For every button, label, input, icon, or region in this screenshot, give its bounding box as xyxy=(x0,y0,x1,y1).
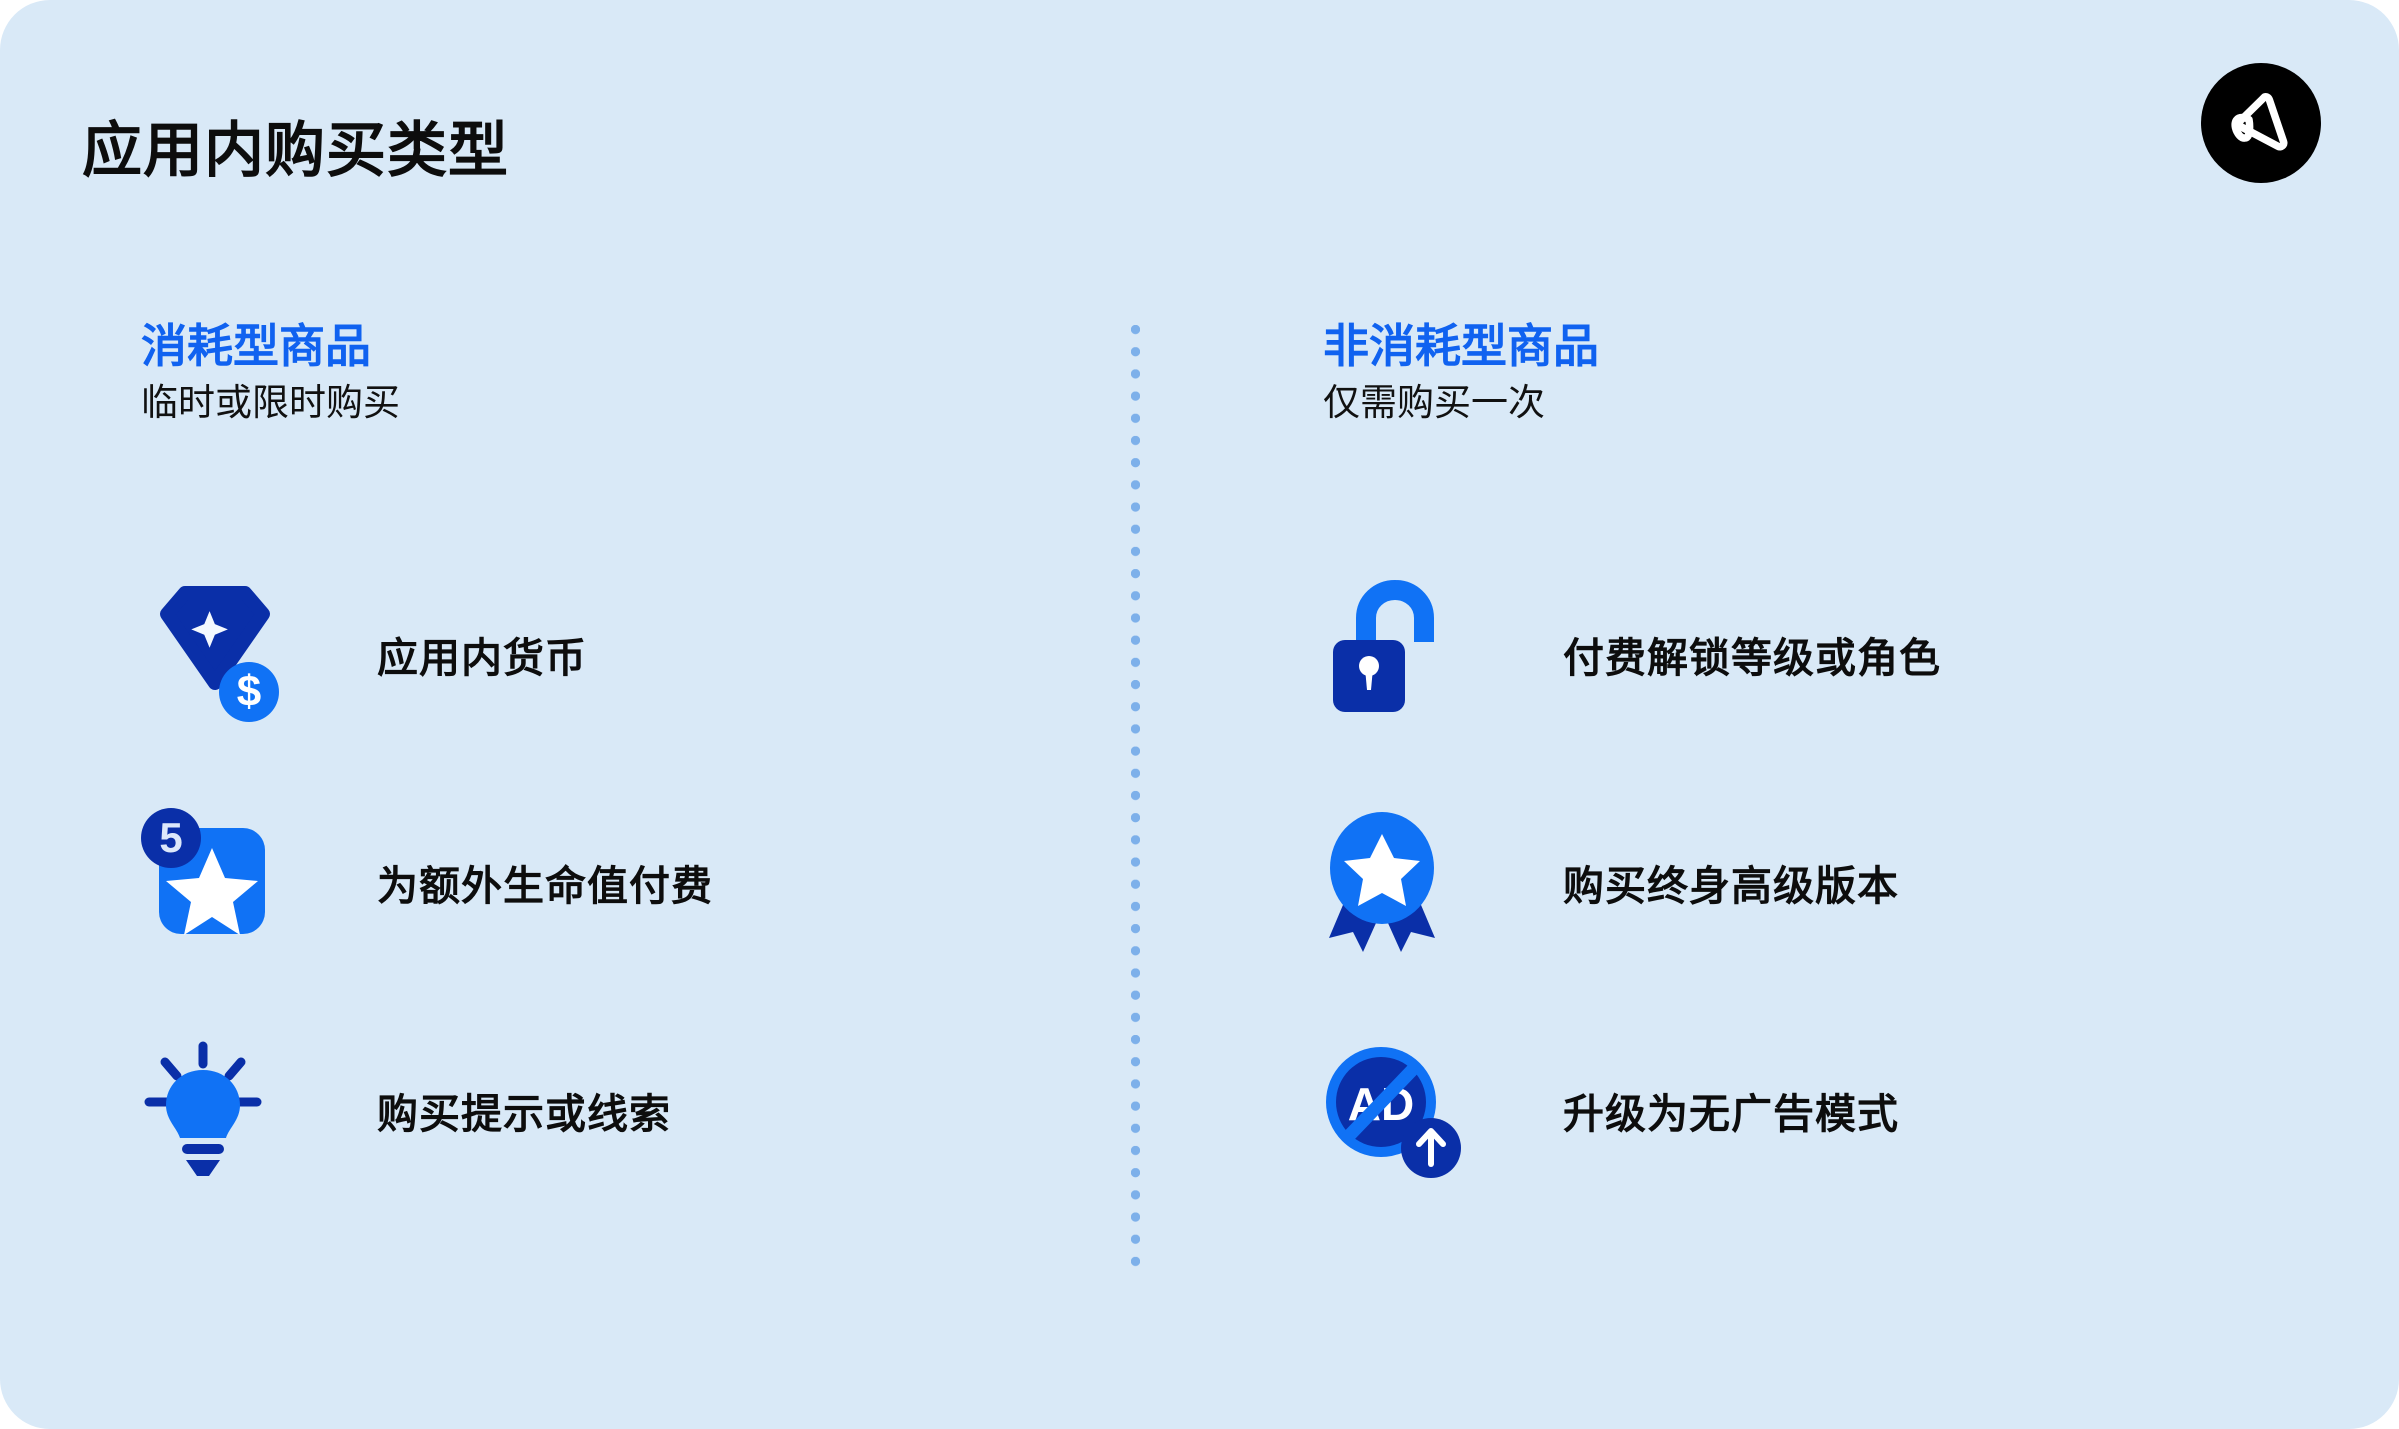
list-item-label: 应用内货币 xyxy=(377,635,587,681)
appsflyer-logo xyxy=(2201,63,2321,183)
open-padlock-icon xyxy=(1323,580,1483,728)
list-item: 5 为额外生命值付费 xyxy=(141,808,713,956)
non-consumable-item-list: 付费解锁等级或角色 购买终身高级版本 AD xyxy=(1323,580,1941,1264)
column-consumable-header: 消耗型商品 临时或限时购买 xyxy=(141,318,400,426)
award-ribbon-icon xyxy=(1323,808,1483,956)
list-item: AD 升级为无广告模式 xyxy=(1323,1036,1941,1184)
list-item: 购买提示或线索 xyxy=(141,1036,713,1184)
logo-glyph-icon xyxy=(2231,93,2288,151)
list-item-label: 付费解锁等级或角色 xyxy=(1563,635,1941,681)
count-badge-label: 5 xyxy=(159,814,182,861)
column-heading: 非消耗型商品 xyxy=(1323,320,1599,372)
column-heading: 消耗型商品 xyxy=(141,320,371,372)
arrow-up-icon xyxy=(1416,1128,1446,1167)
list-item-label: 为额外生命值付费 xyxy=(377,863,713,909)
consumable-item-list: $ 应用内货币 5 为额外生命值付费 xyxy=(141,580,713,1264)
list-item-label: 购买终身高级版本 xyxy=(1563,863,1899,909)
list-item-label: 购买提示或线索 xyxy=(377,1091,671,1137)
no-ads-upgrade-icon: AD xyxy=(1323,1036,1483,1184)
dollar-badge xyxy=(219,662,279,722)
column-subtitle: 临时或限时购买 xyxy=(141,382,400,424)
list-item-label: 升级为无广告模式 xyxy=(1563,1091,1899,1137)
column-subtitle: 仅需购买一次 xyxy=(1323,382,1545,424)
dotted-divider xyxy=(1131,325,1140,1275)
list-item: 购买终身高级版本 xyxy=(1323,808,1941,956)
star-badge-icon: 5 xyxy=(141,808,301,956)
list-item: 付费解锁等级或角色 xyxy=(1323,580,1941,728)
page-title: 应用内购买类型 xyxy=(82,117,509,184)
lightbulb-icon xyxy=(141,1036,301,1184)
gem-dollar-icon: $ xyxy=(141,580,301,728)
dollar-badge-label: $ xyxy=(237,667,261,716)
column-non-consumable-header: 非消耗型商品 仅需购买一次 xyxy=(1323,318,1599,426)
count-badge xyxy=(141,808,201,868)
list-item: $ 应用内货币 xyxy=(141,580,713,728)
